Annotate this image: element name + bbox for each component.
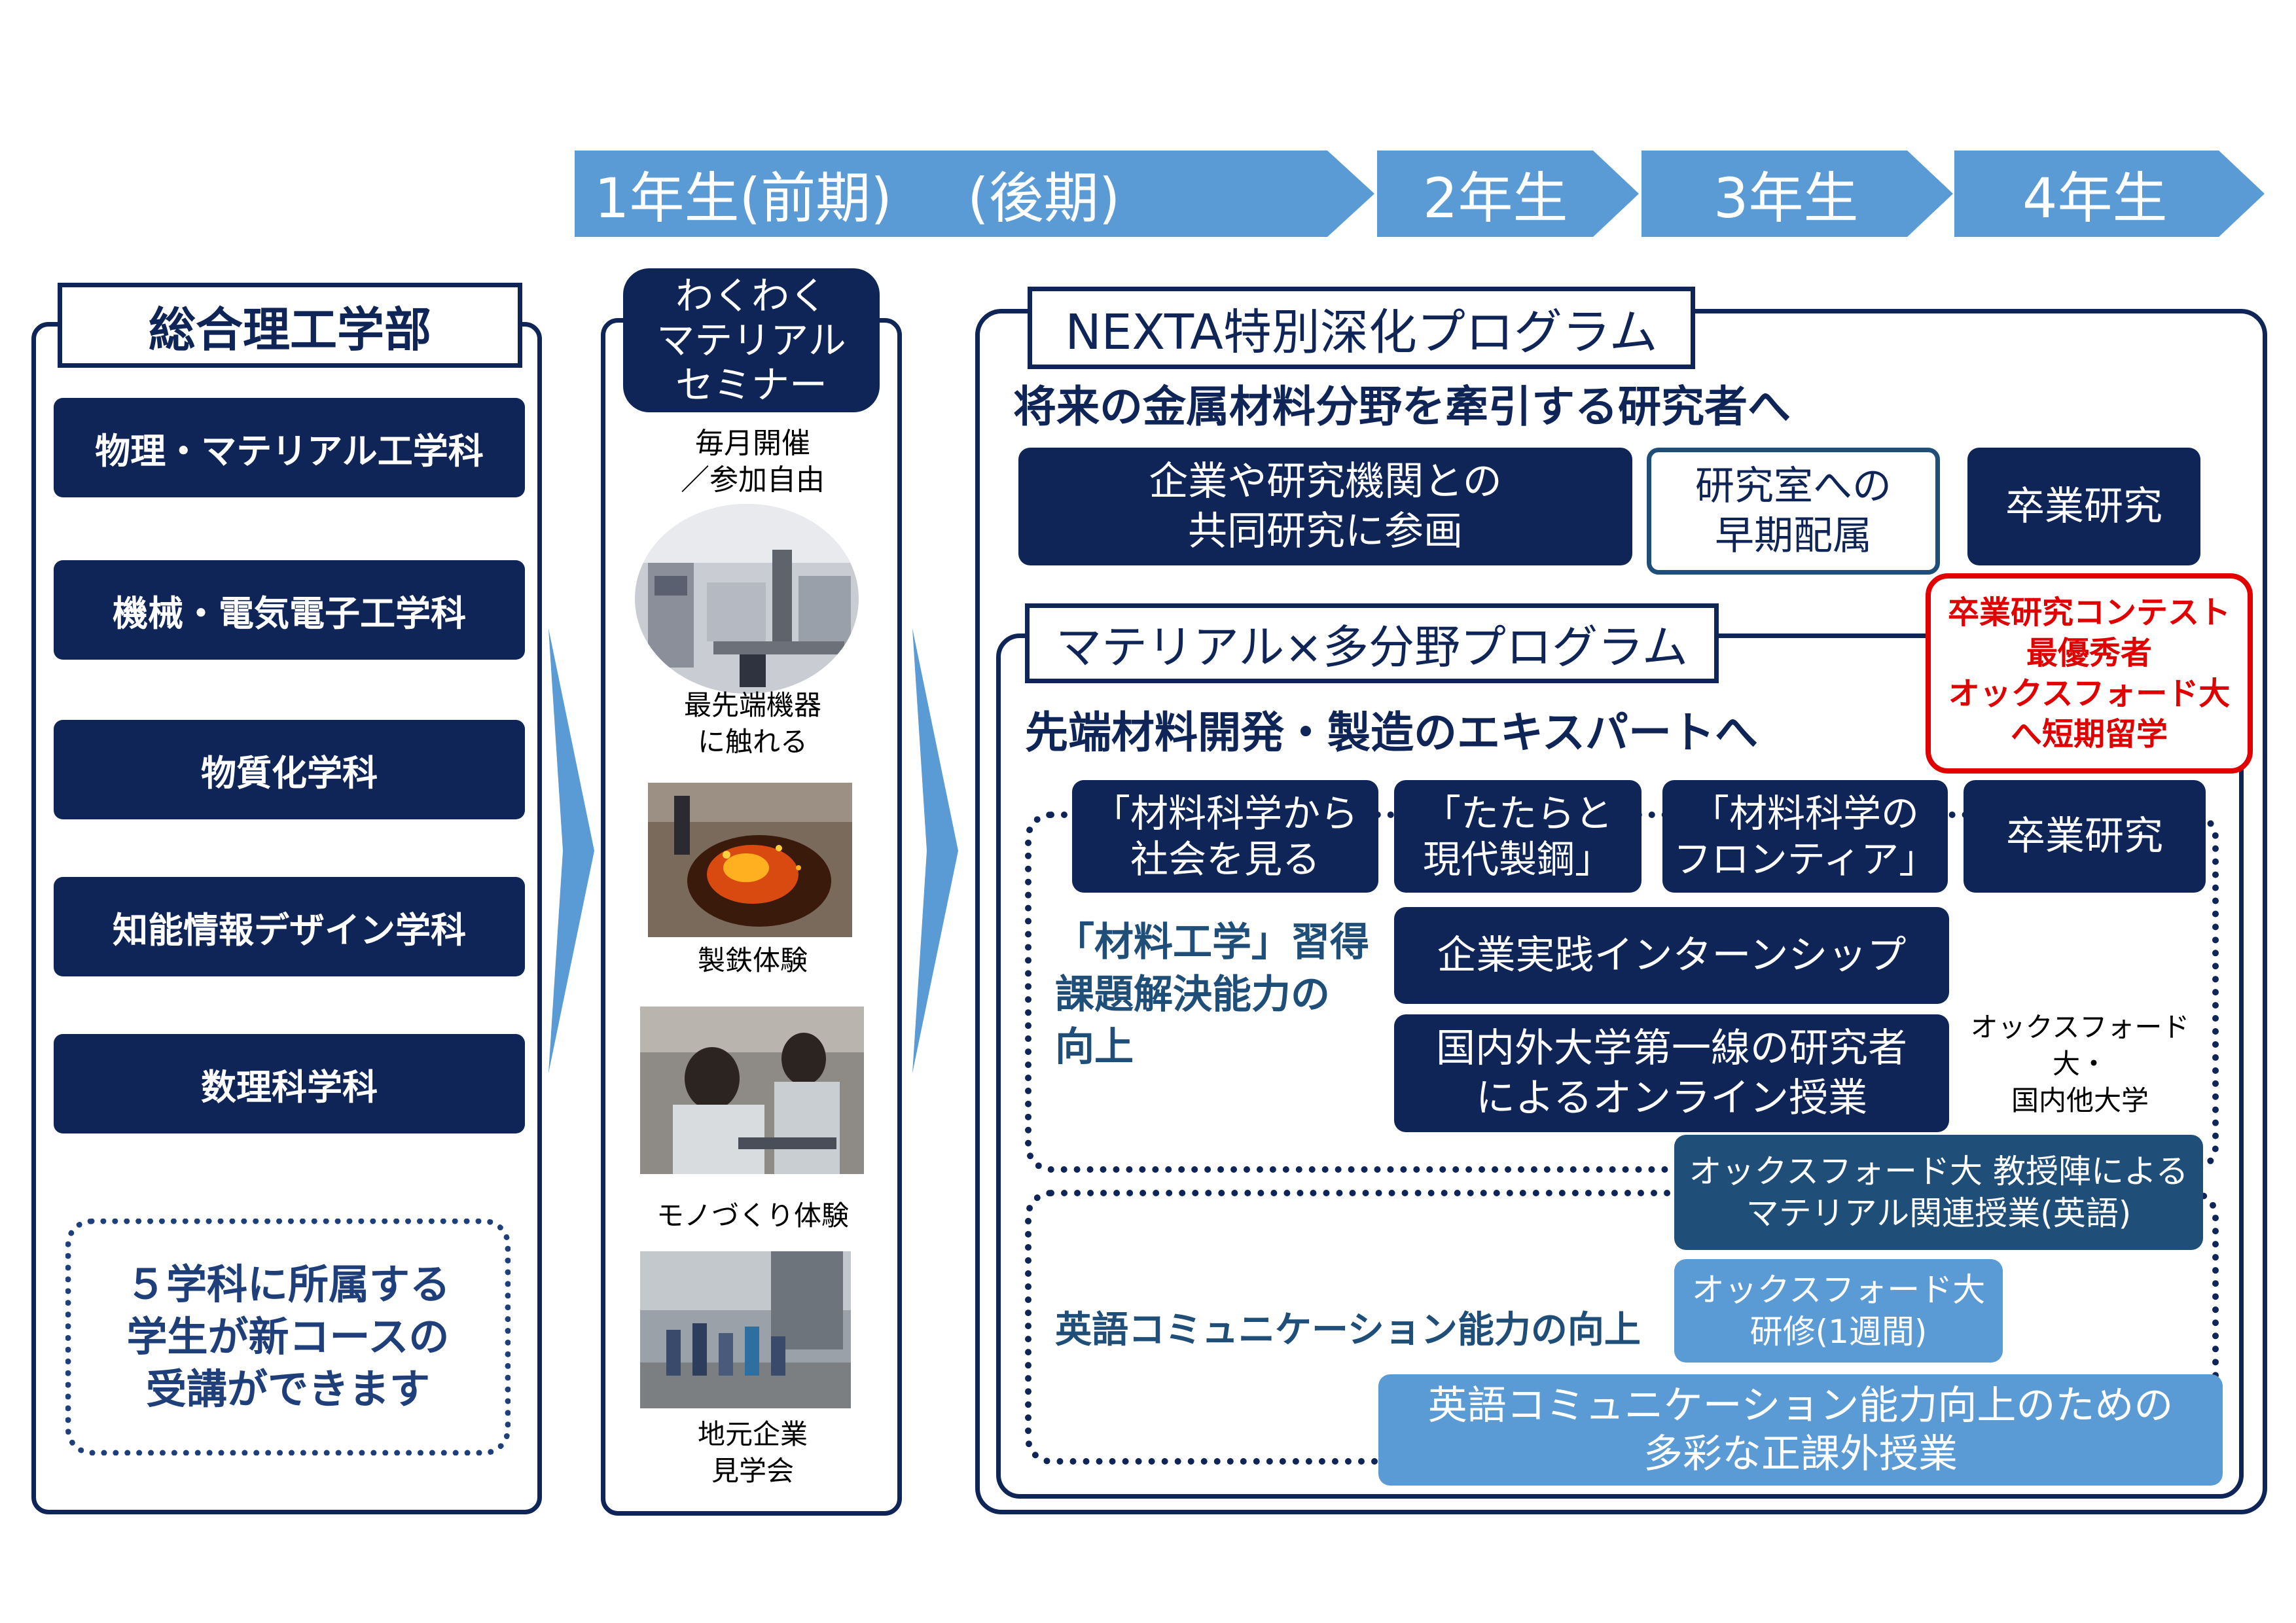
course-materials-society: 「材料科学から 社会を見る xyxy=(1072,780,1378,893)
timeline-year3: 3年生 xyxy=(1713,166,1859,230)
arrow-shape xyxy=(575,151,1374,237)
nexta-title: NEXTA特別深化プログラム xyxy=(1028,287,1695,369)
advanced-equipment-photo xyxy=(635,504,859,694)
timeline-year4-arrow: 4年生 xyxy=(1954,151,2265,237)
oxford-training-box: オックスフォード大 研修(1週間) xyxy=(1674,1259,2003,1363)
english-skill-label: 英語コミュニケーション能力の向上 xyxy=(1055,1309,1641,1351)
partner-universities: オックスフォード大・ 国内他大学 xyxy=(1970,1011,2190,1116)
seminar-schedule: 毎月開催 ／参加自由 xyxy=(681,427,825,497)
materials-skill-label: 「材料工学」習得 課題解決能力の 向上 xyxy=(1055,919,1369,1070)
timeline-year1-second: (後期) xyxy=(967,166,1121,230)
department-math-science: 数理科学科 xyxy=(54,1034,525,1133)
course-tatara-steel: 「たたらと 現代製鋼」 xyxy=(1394,780,1641,893)
factory-visit-photo xyxy=(640,1251,851,1408)
timeline-year2-arrow: 2年生 xyxy=(1377,151,1639,237)
lab-equipment-image xyxy=(635,504,859,694)
flow-arrow-2 xyxy=(912,628,958,1073)
factory-visit-image xyxy=(640,1251,851,1408)
timeline-year1-arrow: 1年生(前期) (後期) xyxy=(575,151,1374,237)
seminar-item-equipment: 最先端機器 に触れる xyxy=(683,689,821,758)
course-materials-frontier: 「材料科学の フロンティア」 xyxy=(1662,780,1948,893)
multi-graduation-research: 卒業研究 xyxy=(1964,780,2206,893)
online-lectures-box: 国内外大学第一線の研究者 によるオンライン授業 xyxy=(1394,1014,1949,1132)
arrow-shape xyxy=(1641,151,1953,237)
multi-subtitle: 先端材料開発・製造のエキスパートへ xyxy=(1025,707,1759,758)
arrow-shape xyxy=(1954,151,2265,237)
faculty-note: ５学科に所属する 学生が新コースの 受講ができます xyxy=(65,1219,511,1455)
english-classes-box: 英語コミュニケーション能力向上のための 多彩な正課外授業 xyxy=(1378,1374,2223,1486)
nexta-joint-research: 企業や研究機関との 共同研究に参画 xyxy=(1018,448,1632,565)
timeline-year1-first: 1年生(前期) xyxy=(594,166,892,230)
monozukuri-image xyxy=(640,1007,864,1174)
faculty-title: 総合理工学部 xyxy=(58,283,522,368)
timeline-year2: 2年生 xyxy=(1423,166,1568,230)
department-mechanical-electrical: 機械・電気電子工学科 xyxy=(54,560,525,660)
department-chemistry: 物質化学科 xyxy=(54,720,525,819)
seminar-item-ironmaking: 製鉄体験 xyxy=(697,944,808,976)
multi-title: マテリアル×多分野プログラム xyxy=(1025,603,1719,683)
nexta-contest: 卒業研究コンテスト 最優秀者 オックスフォード大 へ短期留学 xyxy=(1926,573,2253,774)
ironmaking-image xyxy=(648,783,852,937)
oxford-lectures-box: オックスフォード大 教授陣による マテリアル関連授業(英語) xyxy=(1674,1135,2203,1250)
seminar-item-factory-visit: 地元企業 見学会 xyxy=(697,1418,808,1487)
seminar-title: わくわく マテリアル セミナー xyxy=(623,268,880,412)
internship-box: 企業実践インターンシップ xyxy=(1394,907,1949,1004)
monozukuri-photo xyxy=(640,1007,864,1174)
arrow-shape xyxy=(1377,151,1639,237)
ironmaking-photo xyxy=(648,783,852,937)
flow-arrow-1 xyxy=(548,628,594,1073)
timeline-year3-arrow: 3年生 xyxy=(1641,151,1953,237)
nexta-early-lab-assignment: 研究室への 早期配属 xyxy=(1647,448,1940,575)
nexta-subtitle: 将来の金属材料分野を牽引する研究者へ xyxy=(1013,382,1791,432)
department-physics-materials: 物理・マテリアル工学科 xyxy=(54,398,525,497)
seminar-item-monozukuri: モノづくり体験 xyxy=(656,1200,849,1232)
department-intelligent-design: 知能情報デザイン学科 xyxy=(54,877,525,976)
timeline-year4: 4年生 xyxy=(2022,166,2168,230)
nexta-graduation-research: 卒業研究 xyxy=(1967,448,2200,565)
